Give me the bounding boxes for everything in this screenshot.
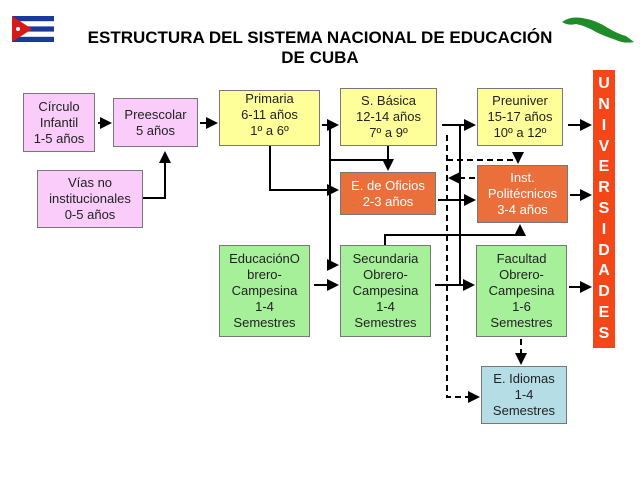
- cuba-flag-icon: [12, 16, 54, 42]
- cuba-map-icon: [562, 17, 634, 43]
- page-title: ESTRUCTURA DEL SISTEMA NACIONAL DE EDUCA…: [87, 28, 553, 67]
